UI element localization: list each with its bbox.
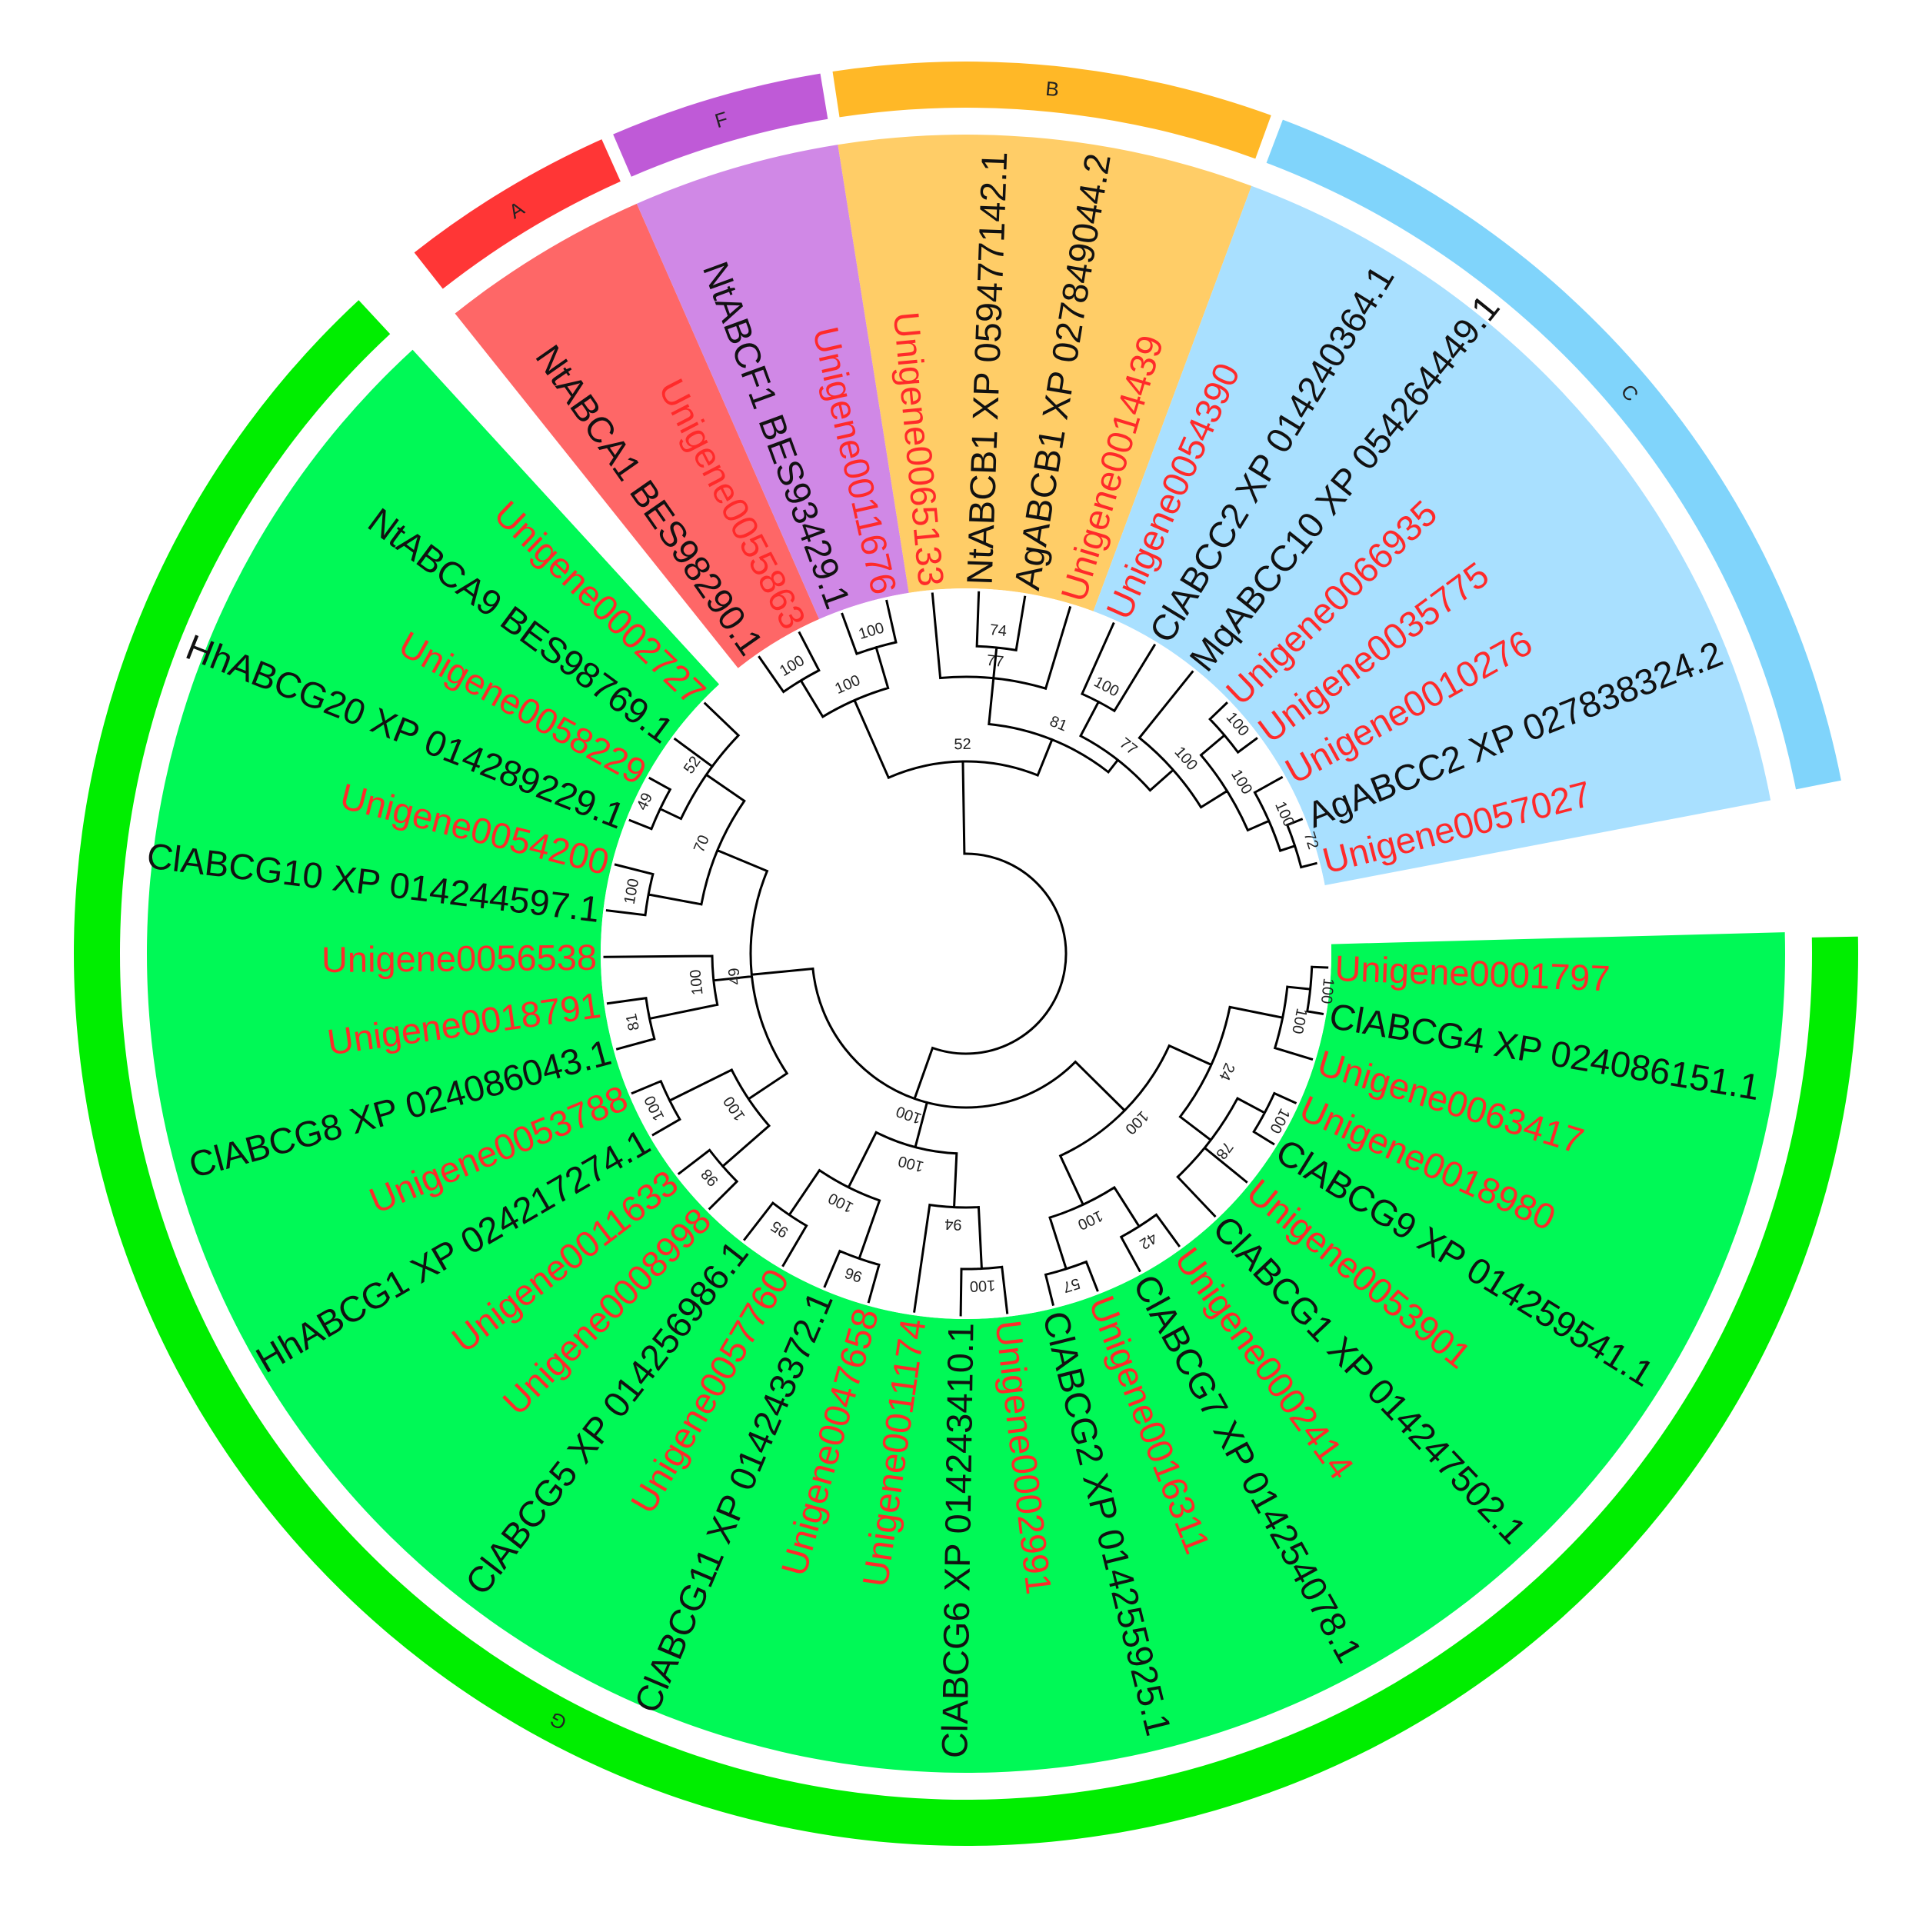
tree-core-background xyxy=(601,588,1331,1319)
bootstrap-value: 100 xyxy=(1317,978,1337,1004)
bootstrap-value: 77 xyxy=(986,652,1004,671)
tree-branch-lines xyxy=(603,591,1329,1317)
bootstrap-value: 49 xyxy=(725,967,744,985)
group-ring-b xyxy=(832,61,1271,159)
group-rings xyxy=(73,61,1858,1846)
bootstrap-value: 74 xyxy=(989,621,1008,640)
group-sector-a xyxy=(455,203,820,668)
group-sector-f xyxy=(636,145,909,620)
bootstrap-value: 100 xyxy=(687,968,706,996)
group-ring-f xyxy=(613,73,828,177)
group-sector-c xyxy=(1093,185,1771,885)
bootstrap-value: 52 xyxy=(954,736,971,753)
bootstrap-value: 100 xyxy=(969,1277,995,1295)
group-ring-a xyxy=(414,139,621,289)
leaf-label: Unigene0056538 xyxy=(321,937,598,980)
group-label-b: B xyxy=(1044,77,1060,102)
group-ring-c xyxy=(1266,119,1841,790)
leaf-label: ClABCG6 XP 014243410.1 xyxy=(934,1323,981,1759)
bootstrap-value: 81 xyxy=(623,1012,643,1032)
bootstrap-value: 94 xyxy=(944,1215,962,1233)
tree-branches xyxy=(603,591,1329,1317)
group-sector-g xyxy=(146,349,1785,1774)
group-ring-g xyxy=(73,300,1858,1846)
group-sector-b xyxy=(838,135,1252,611)
group-sectors xyxy=(146,135,1785,1774)
